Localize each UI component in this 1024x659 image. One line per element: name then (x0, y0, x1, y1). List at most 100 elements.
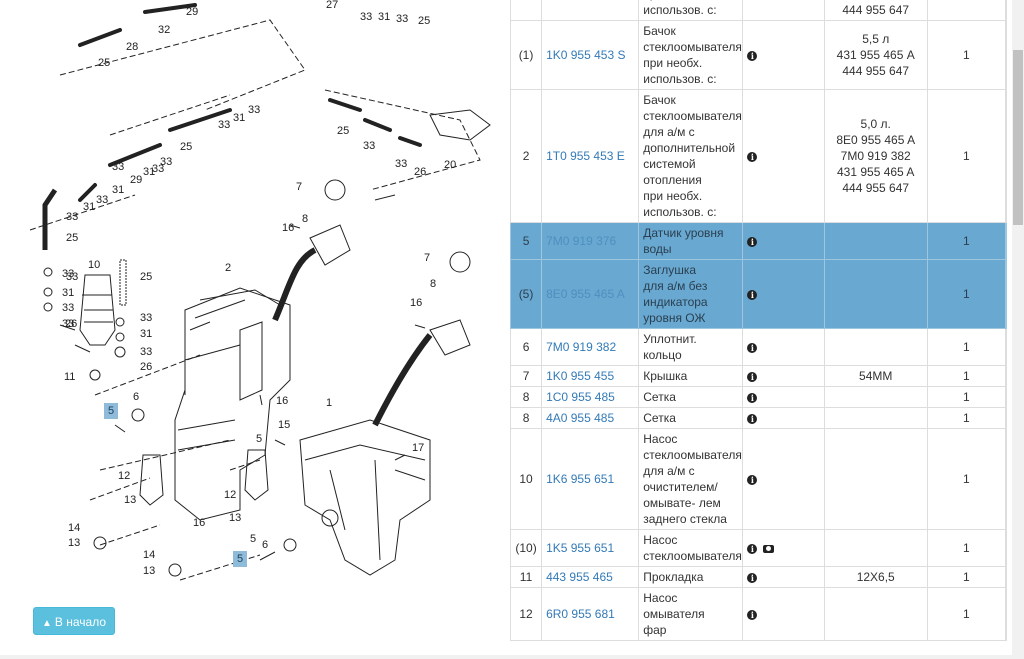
callout-label: 2 (225, 262, 231, 274)
callout-label: 10 (88, 259, 100, 271)
note-cell (823, 328, 928, 366)
note-cell: 54MM (823, 365, 928, 387)
callout-label: 29 (186, 6, 198, 18)
info-cell: i (742, 89, 825, 223)
extra-cell (1004, 428, 1008, 530)
position-cell: 10 (510, 428, 543, 530)
highlighted-callout-5[interactable]: 5 (104, 403, 118, 419)
info-icon[interactable]: i (747, 413, 758, 424)
note-cell (823, 428, 928, 530)
info-icon[interactable]: i (747, 572, 758, 583)
info-cell: i (742, 587, 825, 641)
part-number-link[interactable]: 443 955 465 (541, 566, 640, 588)
part-number-link[interactable]: 4A0 955 485 (541, 407, 640, 429)
part-number-link[interactable]: 1C0 955 485 (541, 386, 640, 408)
info-icon[interactable]: i (747, 342, 758, 353)
callout-label: 29 (130, 174, 142, 186)
part-number-link[interactable]: 1K6 955 651 (541, 428, 640, 530)
part-number-link[interactable]: 1K0 955 453 S (541, 20, 640, 90)
info-icon[interactable]: i (747, 392, 758, 403)
callout-label: 31 (143, 166, 155, 178)
callout-label: 31 (233, 112, 245, 124)
position-cell: (1) (510, 20, 543, 90)
extra-cell (1004, 20, 1008, 90)
callout-label: 13 (68, 537, 80, 549)
callout-label: 33 (96, 194, 108, 206)
part-number-link[interactable]: 6R0 955 681 (541, 587, 640, 641)
part-number-link[interactable]: 8E0 955 465 A (541, 259, 640, 329)
callout-label: 25 (180, 141, 192, 153)
callout-label: 5 (250, 533, 256, 545)
parts-table-panel: при необх.использов. с:431 955 465 A444 … (510, 0, 1012, 659)
info-icon[interactable]: i (747, 474, 758, 485)
scrollbar-thumb[interactable] (1013, 50, 1023, 225)
camera-icon[interactable] (763, 544, 775, 553)
vertical-scrollbar[interactable] (1012, 0, 1024, 659)
callout-label: 33 (248, 104, 260, 116)
extra-cell (1004, 386, 1008, 408)
extra-cell (1004, 89, 1008, 223)
callout-label: 25 (66, 232, 78, 244)
home-button[interactable]: ▲В начало (33, 607, 115, 635)
position-cell: 7 (510, 365, 543, 387)
info-cell: i (742, 259, 825, 329)
note-cell (823, 222, 928, 260)
position-cell: 8 (510, 386, 543, 408)
quantity-cell (926, 0, 1006, 21)
part-number-link[interactable] (541, 0, 640, 21)
part-number-link[interactable]: 1T0 955 453 E (541, 89, 640, 223)
callout-label: 14 (68, 522, 80, 534)
extra-cell (1004, 328, 1008, 366)
callout-label: 33 (62, 302, 74, 314)
info-icon[interactable]: i (747, 236, 758, 247)
callout-label: 31 (378, 11, 390, 23)
info-icon[interactable]: i (747, 50, 758, 61)
part-number-link[interactable]: 7M0 919 382 (541, 328, 640, 366)
part-number-link[interactable]: 1K0 955 455 (541, 365, 640, 387)
callout-label: 7 (296, 181, 302, 193)
part-number-link[interactable]: 1K5 955 651 (541, 529, 640, 567)
callout-label: 1 (326, 397, 332, 409)
part-number-link[interactable]: 7M0 919 376 (541, 222, 640, 260)
extra-cell (1004, 259, 1008, 329)
part-name-cell: Сетка (638, 407, 744, 429)
info-icon[interactable]: i (747, 543, 758, 554)
info-icon[interactable]: i (747, 151, 758, 162)
info-icon[interactable]: i (747, 609, 758, 620)
note-cell (823, 529, 928, 567)
horizontal-scrollbar[interactable] (0, 655, 1012, 659)
callout-label: 16 (193, 517, 205, 529)
position-cell: 6 (510, 328, 543, 366)
callout-label: 27 (326, 0, 338, 11)
info-icon[interactable]: i (747, 289, 758, 300)
quantity-cell: 1 (926, 386, 1006, 408)
highlighted-callout-5[interactable]: 5 (233, 551, 247, 567)
quantity-cell: 1 (926, 365, 1006, 387)
callout-label: 33 (218, 119, 230, 131)
quantity-cell: 1 (926, 428, 1006, 530)
parts-row[interactable]: при необх.использов. с:431 955 465 A444 … (510, 0, 1008, 21)
position-cell: 12 (510, 587, 543, 641)
info-cell: i (742, 328, 825, 366)
quantity-cell: 1 (926, 587, 1006, 641)
info-icon[interactable]: i (747, 371, 758, 382)
callout-label: 6 (262, 539, 268, 551)
callout-label: 11 (64, 371, 75, 383)
callout-label: 7 (424, 252, 430, 264)
